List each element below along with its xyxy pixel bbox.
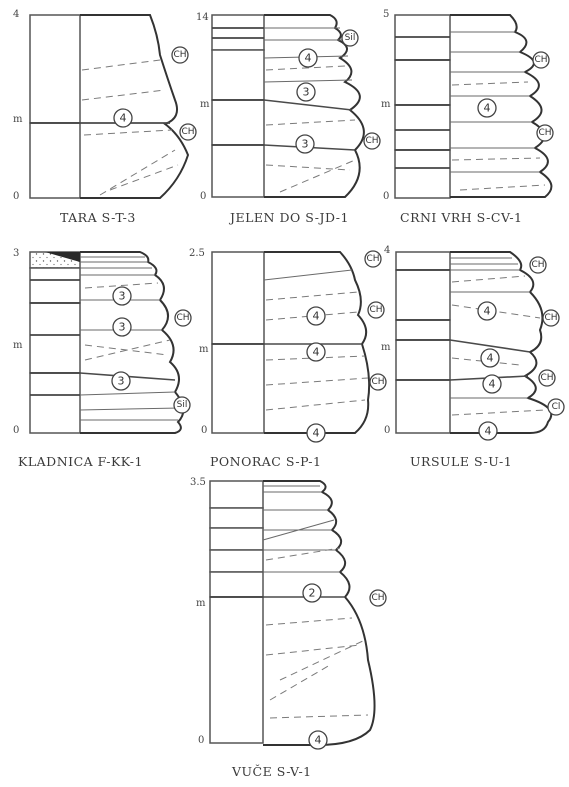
svg-text:CH: CH xyxy=(176,313,189,323)
lithology-column-upper xyxy=(30,15,80,123)
svg-text:CH: CH xyxy=(540,373,553,383)
scale-mid-label: m xyxy=(13,114,23,125)
svg-text:m: m xyxy=(13,340,23,351)
svg-text:VUČE S-V-1: VUČE S-V-1 xyxy=(231,763,312,779)
svg-text:5: 5 xyxy=(383,9,389,20)
svg-text:4: 4 xyxy=(313,346,320,359)
svg-text:CH: CH xyxy=(531,260,544,270)
svg-text:4: 4 xyxy=(485,425,492,438)
marker-ch: CH xyxy=(181,127,194,137)
svg-text:CH: CH xyxy=(534,55,547,65)
svg-text:m: m xyxy=(381,342,391,353)
svg-text:3: 3 xyxy=(119,321,126,334)
svg-text:Cl: Cl xyxy=(552,402,561,412)
section-jelen-do: 14 m 0 Sil 4 3 3 CH JELEN DO S-JD-1 xyxy=(196,12,380,225)
svg-text:Sil: Sil xyxy=(345,33,356,43)
svg-text:m: m xyxy=(200,99,210,110)
svg-text:3: 3 xyxy=(119,290,126,303)
svg-text:2: 2 xyxy=(309,587,316,600)
svg-text:4: 4 xyxy=(313,310,320,323)
weathering-profile xyxy=(80,15,188,198)
svg-text:m: m xyxy=(381,99,391,110)
svg-text:JELEN DO S-JD-1: JELEN DO S-JD-1 xyxy=(228,210,349,225)
svg-text:4: 4 xyxy=(489,378,496,391)
section-ponorac: 2.5 m 0 CH 4 CH 4 CH 4 PONORAC S-P-1 xyxy=(189,248,386,469)
section-vuce: 3.5 m 0 2 CH 4 VUČE S-V-1 xyxy=(190,477,386,779)
svg-text:4: 4 xyxy=(305,52,312,65)
svg-text:m: m xyxy=(199,344,209,355)
svg-text:3: 3 xyxy=(13,248,19,259)
svg-text:KLADNICA F-KK-1: KLADNICA F-KK-1 xyxy=(18,454,143,469)
svg-text:0: 0 xyxy=(383,191,389,202)
lithology-column-lower xyxy=(30,123,80,198)
section-kladnica: 3 m 0 3 3 CH 3 Sil KLADNICA F-KK-1 xyxy=(13,248,191,469)
svg-text:3: 3 xyxy=(118,375,125,388)
svg-text:PONORAC S-P-1: PONORAC S-P-1 xyxy=(210,454,321,469)
svg-text:0: 0 xyxy=(384,425,390,436)
svg-text:4: 4 xyxy=(313,427,320,440)
svg-text:4: 4 xyxy=(484,102,491,115)
section-tara: 4 m 0 CH 4 CH TARA S-T-3 xyxy=(13,9,196,225)
svg-text:CH: CH xyxy=(365,136,378,146)
svg-text:CH: CH xyxy=(544,313,557,323)
svg-text:0: 0 xyxy=(13,425,19,436)
svg-text:14: 14 xyxy=(196,12,209,23)
svg-text:URSULE S-U-1: URSULE S-U-1 xyxy=(410,454,512,469)
svg-text:CH: CH xyxy=(371,593,384,603)
svg-text:CH: CH xyxy=(538,128,551,138)
svg-text:0: 0 xyxy=(201,425,207,436)
scale-bottom-label: 0 xyxy=(13,191,19,202)
svg-text:3: 3 xyxy=(302,138,309,151)
section-caption: TARA S-T-3 xyxy=(60,210,136,225)
svg-text:4: 4 xyxy=(484,305,491,318)
svg-text:4: 4 xyxy=(384,245,390,256)
marker-4: 4 xyxy=(120,112,127,125)
svg-text:CRNI VRH S-CV-1: CRNI VRH S-CV-1 xyxy=(400,210,523,225)
section-crni-vrh: 5 m 0 CH 4 CH CRNI VRH S-CV-1 xyxy=(381,9,553,225)
svg-text:3: 3 xyxy=(303,86,310,99)
svg-text:4: 4 xyxy=(487,352,494,365)
svg-text:2.5: 2.5 xyxy=(189,248,205,259)
svg-text:0: 0 xyxy=(200,191,206,202)
marker-ch: CH xyxy=(173,50,186,60)
svg-text:CH: CH xyxy=(366,254,379,264)
svg-text:Sil: Sil xyxy=(177,400,188,410)
scale-top-label: 4 xyxy=(13,9,19,20)
svg-text:0: 0 xyxy=(198,735,204,746)
section-ursule: 4 m 0 CH 4 CH 4 4 CH Cl 4 URSULE S-U-1 xyxy=(381,245,564,469)
svg-text:m: m xyxy=(196,598,206,609)
svg-text:CH: CH xyxy=(369,305,382,315)
svg-text:CH: CH xyxy=(371,377,384,387)
svg-text:4: 4 xyxy=(315,734,322,747)
svg-text:3.5: 3.5 xyxy=(190,477,206,488)
